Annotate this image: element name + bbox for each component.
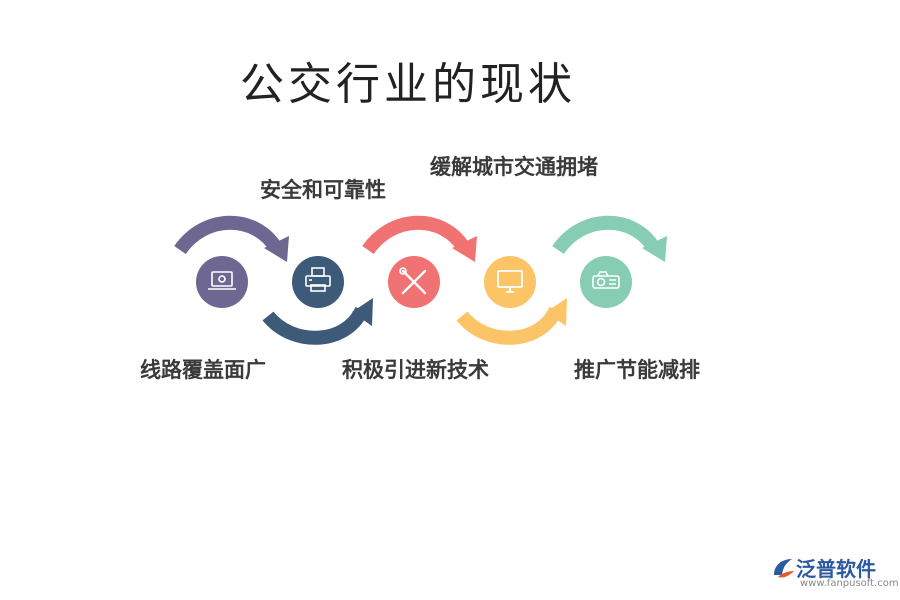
brand-name: 泛普软件 [796,557,876,581]
arrow-5 [552,215,660,255]
page-title: 公交行业的现状 [240,59,576,110]
monitor-icon [497,270,523,293]
brand-logo: 泛普软件 www.fanpusoft.com [770,553,899,593]
printer-icon [305,267,331,292]
tools-icon [399,267,427,295]
step-label-1: 线路覆盖面广 [140,357,266,382]
step-label-2: 安全和可靠性 [260,177,386,202]
arrow-4-head [546,298,567,326]
arrow-2 [262,306,369,345]
step-label-3: 积极引进新技术 [342,357,489,382]
arrow-3 [362,215,470,255]
step-label-4: 缓解城市交通拥堵 [430,154,598,179]
arrow-4 [456,306,563,345]
step-circle-5 [580,256,632,308]
arrow-5-head [642,236,667,262]
arrow-3-head [452,236,477,262]
step-label-5: 推广节能减排 [574,357,700,382]
flow-arrows [174,215,667,345]
arrow-1 [174,215,282,255]
step-circle-2 [292,256,344,308]
arrow-2-head [352,298,373,326]
step-circle-4 [484,256,536,308]
brand-url: www.fanpusoft.com [800,578,899,589]
laptop-icon [208,271,236,290]
brand-mark-icon [774,559,794,578]
projector-icon [592,271,620,289]
arrow-1-head [264,236,289,262]
